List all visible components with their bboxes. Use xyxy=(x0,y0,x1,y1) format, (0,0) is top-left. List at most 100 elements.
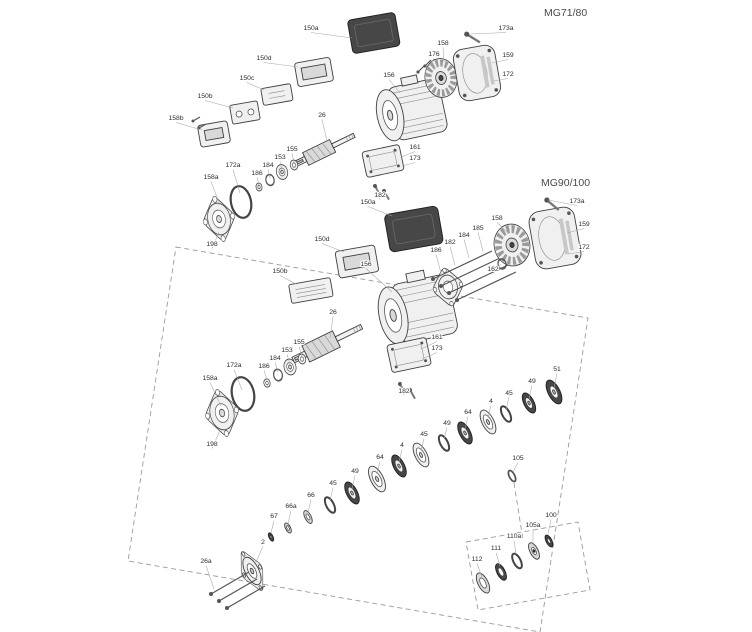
chamber xyxy=(412,442,430,468)
part-number-label: 45 xyxy=(329,480,337,487)
part-number-label: 150c xyxy=(240,75,255,82)
spring-washer-mg90 xyxy=(497,258,507,270)
part-number-label: 67 xyxy=(270,513,278,520)
callout-leader-line xyxy=(232,169,241,194)
bearing-mg71 xyxy=(275,164,289,180)
stator-housing-mg71 xyxy=(375,74,448,142)
impeller xyxy=(344,481,360,505)
part-number-label: 66 xyxy=(307,492,315,499)
callout-leader-line xyxy=(204,100,234,109)
callout-leader-line xyxy=(492,263,502,274)
circlip-mg71 xyxy=(265,173,275,187)
part-number-label: 185 xyxy=(472,225,484,232)
coupling-ring xyxy=(545,379,563,405)
terminal-block-mg71 xyxy=(229,100,261,125)
o-ring-100 xyxy=(544,534,554,548)
callout-leader-line xyxy=(205,565,215,590)
bearing-mg90 xyxy=(283,358,297,376)
part-number-label: 156 xyxy=(383,72,395,79)
part-number-label: 186 xyxy=(430,247,442,254)
lock-nut xyxy=(267,532,275,542)
terminal-box-insert-mg71 xyxy=(260,83,294,106)
callout-leader-line xyxy=(263,62,299,68)
part-number-label: 153 xyxy=(281,347,293,354)
part-number-label: 26a xyxy=(200,558,212,565)
washer-mg90 xyxy=(263,378,271,388)
part-number-label: 111 xyxy=(491,545,502,552)
callout-leader-line xyxy=(400,382,405,396)
callout-leader-line xyxy=(505,397,510,411)
circlip-mg90 xyxy=(272,368,284,382)
variant-boundary xyxy=(127,246,589,632)
callout-leader-line xyxy=(298,346,303,357)
callout-leader-line xyxy=(270,520,275,534)
part-number-label: 45 xyxy=(420,431,428,438)
part-number-label: 172 xyxy=(578,244,590,251)
callout-leader-line xyxy=(211,429,221,449)
callout-leader-line xyxy=(279,275,297,285)
callout-leader-line xyxy=(255,546,264,563)
part-number-label: 49 xyxy=(443,420,451,427)
washer-mg71 xyxy=(255,182,263,192)
part-number-label: 155 xyxy=(293,339,305,346)
callout-leader-line xyxy=(435,254,442,274)
callout-leader-line xyxy=(286,354,291,365)
seal-carrier-111 xyxy=(495,563,507,581)
part-number-label: 2 xyxy=(261,539,265,546)
part-number-label: 112 xyxy=(472,556,483,563)
fan-cover-mg90 xyxy=(528,206,582,270)
terminal-screws-mg71 xyxy=(191,116,207,130)
part-number-label: 150b xyxy=(272,268,287,275)
terminal-box-cover-mg90 xyxy=(384,205,444,253)
part-number-label: 105a xyxy=(525,522,540,529)
part-number-label: 158b xyxy=(168,115,183,122)
part-number-label: 150a xyxy=(303,25,318,32)
callout-leader-line xyxy=(175,122,203,131)
fan-mg71 xyxy=(424,58,458,98)
neck-ring xyxy=(499,405,513,423)
series-title-mg90-100: MG90/100 xyxy=(541,177,590,189)
part-number-label: 182 xyxy=(374,192,386,199)
callout-leader-line xyxy=(291,153,295,163)
callout-leader-line xyxy=(233,369,243,391)
part-number-label: 176 xyxy=(428,51,440,58)
chamber xyxy=(368,465,386,493)
callout-leader-line xyxy=(210,181,221,206)
part-number-label: 186 xyxy=(251,170,263,177)
callout-leader-line xyxy=(400,151,416,158)
callout-leader-line xyxy=(421,352,438,360)
terminal-plate-mg90 xyxy=(288,277,334,304)
part-number-label: 182 xyxy=(398,388,410,395)
part-number-label: 161 xyxy=(409,144,421,151)
part-number-label: 150d xyxy=(314,236,329,243)
motor-flange-mg90 xyxy=(205,389,239,437)
callout-leader-line xyxy=(553,373,558,389)
impeller xyxy=(457,421,473,445)
callout-leader-line xyxy=(263,370,268,381)
terminal-box-mg71 xyxy=(294,57,334,87)
callout-leader-line xyxy=(367,206,393,217)
callout-leader-line xyxy=(443,427,448,440)
o-ring-mg90 xyxy=(230,376,256,412)
part-number-label: 155 xyxy=(286,146,298,153)
part-number-label: 153 xyxy=(274,154,286,161)
callout-leader-line xyxy=(470,32,507,35)
callout-leader-line xyxy=(464,416,469,430)
callout-leader-line xyxy=(513,540,517,555)
part-number-label: 162 xyxy=(487,266,499,273)
callout-leader-line xyxy=(476,563,483,578)
seal-ring-110a xyxy=(511,552,523,570)
callout-leader-line xyxy=(376,186,381,200)
callout-leader-line xyxy=(420,341,438,350)
callout-leader-line xyxy=(528,385,533,400)
callout-leader-line xyxy=(376,461,381,475)
part-number-label: 173a xyxy=(498,25,513,32)
part-number-label: 158a xyxy=(202,375,217,382)
callout-leader-line xyxy=(365,268,393,293)
series-title-mg71-80: MG71/80 xyxy=(544,7,587,19)
bearing-plate-mg71 xyxy=(361,144,405,178)
callout-leader-line xyxy=(398,449,403,463)
part-number-label: 49 xyxy=(528,378,536,385)
